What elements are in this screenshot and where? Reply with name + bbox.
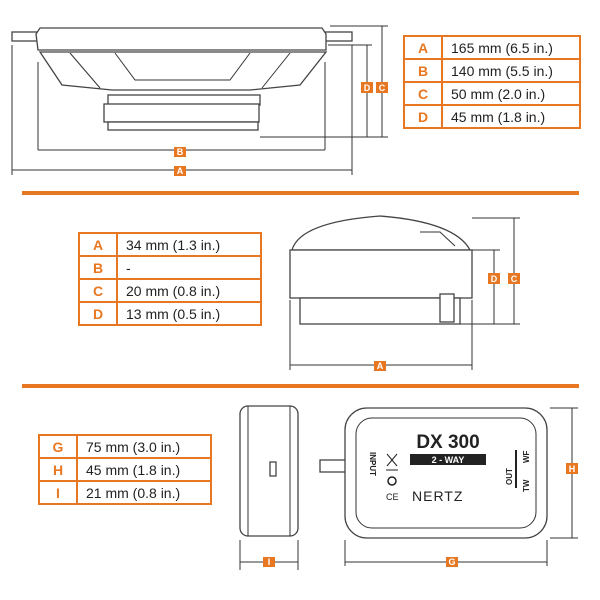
dim-label-C: C [379,83,386,93]
row-value: 140 mm (5.5 in.) [441,58,581,83]
crossover-side-drawing: I [239,405,299,570]
tweeter-drawing: A D C [289,215,520,371]
row-key: D [78,301,118,326]
ce-mark: CE [386,492,399,502]
out-label: OUT [505,468,514,485]
row-value: 165 mm (6.5 in.) [441,35,581,60]
dim-label-I: I [268,557,271,567]
row-key: G [38,434,78,459]
woofer-drawing: A B D C [11,25,388,176]
row-key: C [78,278,118,303]
dim-label-tweeter-D: D [491,274,498,284]
crossover-type: 2 - WAY [432,455,465,465]
dim-label-D: D [364,83,371,93]
table-row: B- [78,255,262,280]
crossover-brand: NERTZ [412,488,463,504]
weee-bin-icon [386,453,398,471]
dim-label-H: H [569,464,576,474]
row-key: B [403,58,443,83]
row-key: A [78,232,118,257]
row-value: 75 mm (3.0 in.) [76,434,212,459]
section-divider [22,384,579,388]
input-label: INPUT [368,452,377,476]
row-value: - [116,255,262,280]
crossover-top-drawing: DX 300 2 - WAY NERTZ CE INPUT OUT TW WF … [319,407,578,567]
row-value: 45 mm (1.8 in.) [441,104,581,129]
wf-label: WF [522,450,531,463]
row-value: 45 mm (1.8 in.) [76,457,212,482]
tw-label: TW [522,479,531,492]
row-value: 21 mm (0.8 in.) [76,480,212,505]
section-divider [22,191,579,195]
dim-label-tweeter-A: A [377,361,384,371]
row-value: 50 mm (2.0 in.) [441,81,581,106]
recycle-icon [387,476,397,486]
row-key: B [78,255,118,280]
row-key: C [403,81,443,106]
dim-label-B: B [177,147,184,157]
dim-label-G: G [448,557,455,567]
row-value: 20 mm (0.8 in.) [116,278,262,303]
row-value: 34 mm (1.3 in.) [116,232,262,257]
row-key: I [38,480,78,505]
dim-label-A: A [177,166,184,176]
row-key: H [38,457,78,482]
row-key: A [403,35,443,60]
row-value: 13 mm (0.5 in.) [116,301,262,326]
dim-label-tweeter-C: C [511,274,518,284]
crossover-model: DX 300 [416,432,479,453]
row-key: D [403,104,443,129]
